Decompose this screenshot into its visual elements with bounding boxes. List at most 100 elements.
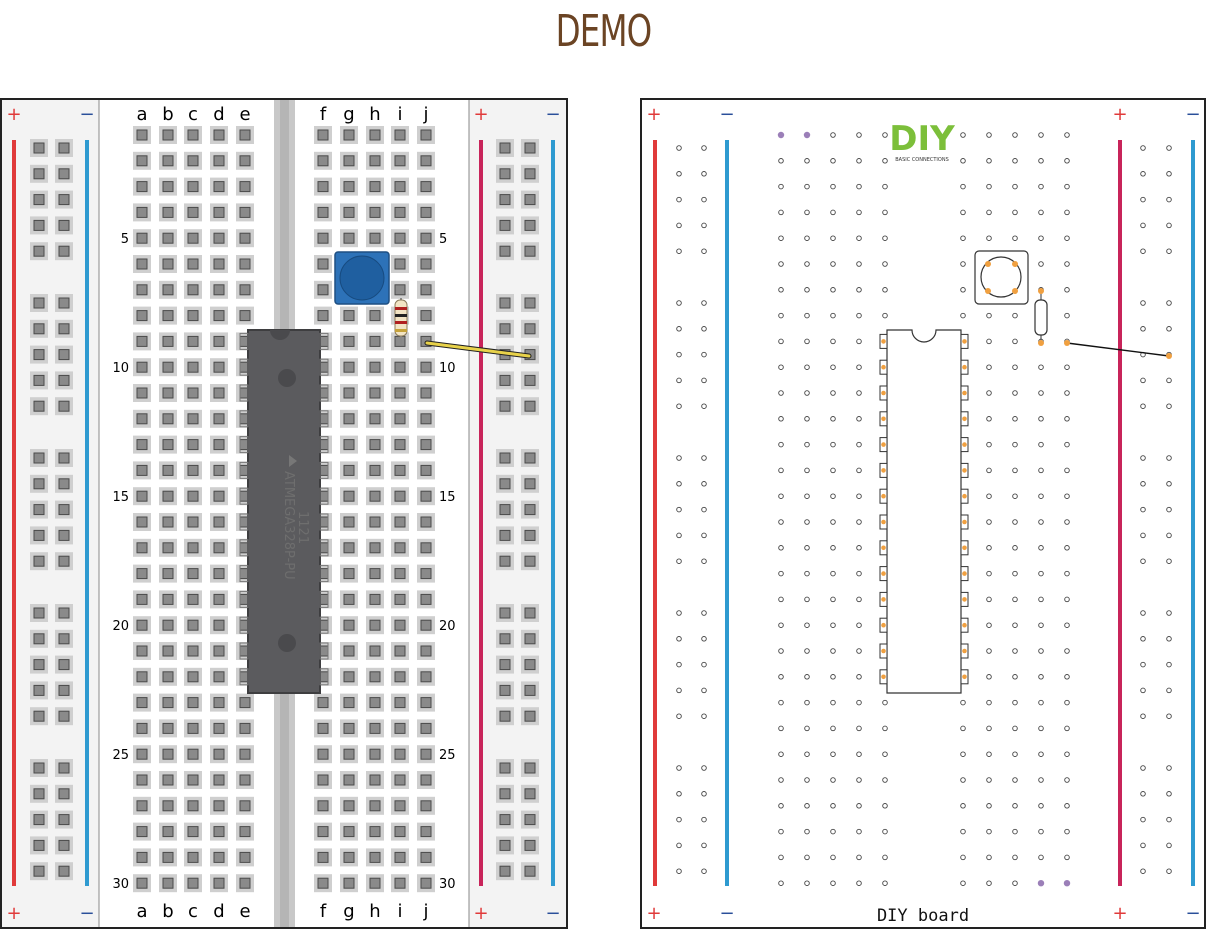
board-hole [778,674,784,680]
board-hole [986,570,992,577]
breadboard-hole-socket [213,774,225,786]
breadboard-hole-socket [369,335,381,347]
breadboard-hole-socket [136,413,148,425]
board-hole [830,416,836,422]
board-hole [804,209,810,216]
board-hole [830,364,836,370]
breadboard-hole-socket [162,181,174,193]
board-hole [986,390,992,396]
resistor-band [395,307,407,310]
breadboard-hole-socket [33,245,45,257]
board-hole [856,545,862,551]
breadboard-hole-socket [58,839,70,851]
rail-minus-label: − [79,903,94,924]
board-hole [778,364,784,370]
breadboard-hole-socket [33,555,45,567]
breadboard-hole-socket [343,851,355,863]
board-hole [701,326,707,332]
row-number-label: 25 [112,748,129,763]
breadboard-hole-socket [213,387,225,399]
board-hole [1140,791,1146,797]
board-hole [830,390,836,396]
board-hole [856,183,862,190]
breadboard-hole-socket [369,851,381,863]
breadboard-hole-socket [524,297,536,309]
breadboard-hole-socket [136,490,148,502]
board-hole [830,545,836,551]
board-hole [676,171,682,177]
breadboard-hole-socket [524,633,536,645]
board-hole [701,300,707,306]
board-hole [1140,506,1146,513]
breadboard-hole-socket [524,684,536,696]
breadboard-hole-socket [369,516,381,528]
breadboard-hole-socket [187,774,199,786]
row-number-label: 15 [112,490,129,505]
board-hole [986,596,992,603]
chip-pin-hole [962,468,967,473]
board-hole [960,777,966,783]
breadboard-hole-socket [317,697,329,709]
board-hole [804,441,810,448]
breadboard-hole-socket [394,155,406,167]
breadboard-hole-socket [394,284,406,296]
chip-pin [239,332,249,350]
board-hole [830,158,836,164]
breadboard-hole-socket [136,464,148,476]
board-hole [1064,803,1070,809]
breadboard-hole-socket [187,284,199,296]
breadboard-hole-socket [239,232,251,244]
board-hole [830,596,836,603]
board-hole [960,803,966,809]
board-hole [804,725,810,732]
board-hole [856,158,862,164]
breadboard-hole-socket [187,335,199,347]
board-hole [960,828,966,835]
breadboard-hole-socket [317,181,329,193]
board-hole [1166,558,1172,564]
board-hole [804,545,810,551]
board-hole [701,661,707,668]
breadboard-hole-socket [369,645,381,657]
breadboard-hole-socket [317,310,329,322]
board-hole [1166,248,1172,254]
board-hole [986,158,992,164]
breadboard-hole-socket [420,361,432,373]
breadboard-hole-socket [499,865,511,877]
chip-pin-hole [881,622,886,628]
board-hole [1166,171,1172,177]
breadboard-hole-socket [420,516,432,528]
breadboard-hole-socket [499,323,511,335]
board-hole [1140,481,1146,487]
board-hole [986,545,992,551]
board-hole [804,519,810,525]
board-hole [778,312,784,319]
board-hole [986,209,992,216]
breadboard-hole-socket [213,851,225,863]
breadboard-hole-socket [213,258,225,270]
chip-notch [270,330,290,340]
board-hole [1012,235,1018,241]
board-hole [882,803,888,809]
board-hole [1064,390,1070,396]
board-hole [882,880,888,886]
breadboard-hole-socket [58,452,70,464]
breadboard-hole-socket [136,722,148,734]
board-hole [804,183,810,190]
board-hole [1166,610,1172,616]
breadboard-hole-socket [343,361,355,373]
breadboard-hole-socket [394,129,406,141]
rail-plus-label: + [1112,903,1127,924]
resistor-outline [1034,299,1048,336]
breadboard-hole-socket [343,542,355,554]
board-hole [1038,751,1044,757]
board-hole [830,493,836,499]
board-hole [778,158,784,164]
breadboard-hole-socket [369,490,381,502]
breadboard-hole-socket [213,155,225,167]
board-hole [960,854,966,861]
breadboard-hole-socket [420,439,432,451]
column-label: i [397,901,402,922]
board-hole [830,674,836,680]
chip-pin-hole [881,416,886,422]
